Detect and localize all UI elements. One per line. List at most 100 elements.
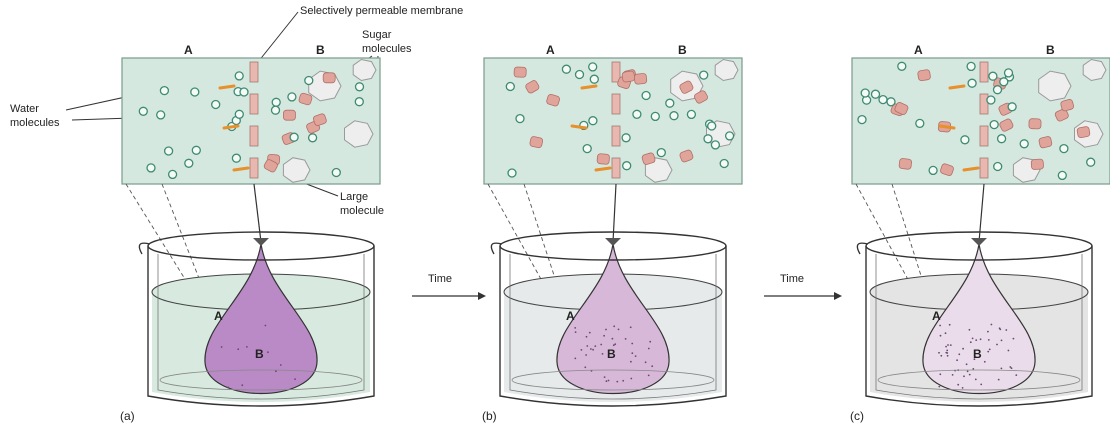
bag-speckle — [945, 352, 947, 354]
bag-speckle — [945, 332, 947, 334]
water-molecule — [858, 116, 866, 124]
water-molecule — [1060, 145, 1068, 153]
water-molecule — [562, 65, 570, 73]
bag-speckle — [237, 348, 239, 350]
bag-speckle — [957, 384, 959, 386]
bag-tie — [253, 238, 269, 246]
water-molecule — [1020, 140, 1028, 148]
bag-speckle — [969, 374, 971, 376]
bag-speckle — [630, 326, 632, 328]
water-molecule — [147, 164, 155, 172]
side-b-label: B — [678, 43, 687, 57]
bag-speckle — [586, 345, 588, 347]
water-molecule — [622, 134, 630, 142]
water-leader-line-2 — [72, 118, 130, 120]
water-molecule — [355, 98, 363, 106]
bag-speckle — [574, 327, 576, 329]
bag-speckle — [938, 386, 940, 388]
water-flow-arrow — [572, 126, 586, 128]
water-molecule — [165, 147, 173, 155]
beaker-a-label: A — [566, 309, 575, 323]
bag-speckle — [618, 329, 620, 331]
side-a-label: A — [914, 43, 923, 57]
bag-speckle — [635, 355, 637, 357]
bag-speckle — [645, 361, 647, 363]
bag-speckle — [984, 361, 986, 363]
membrane-segment — [250, 158, 258, 178]
bag-speckle — [574, 385, 576, 387]
water-molecule — [516, 115, 524, 123]
panel-b: ABBA(b) — [482, 43, 742, 423]
water-molecule — [989, 72, 997, 80]
bag-speckle — [939, 325, 941, 327]
water-molecule — [700, 71, 708, 79]
bag-speckle — [996, 344, 998, 346]
water-molecule — [235, 110, 243, 118]
water-molecule — [232, 154, 240, 162]
membrane-leader-line — [258, 12, 298, 62]
bag-speckle — [1008, 350, 1010, 352]
bag-speckle — [574, 358, 576, 360]
water-flow-arrow — [964, 168, 978, 170]
water-molecule — [290, 133, 298, 141]
water-molecule — [898, 62, 906, 70]
membrane-segment — [980, 62, 988, 82]
water-molecule — [987, 96, 995, 104]
bag-speckle — [975, 379, 977, 381]
sugar-molecule — [1038, 136, 1052, 148]
side-a-label: A — [184, 43, 193, 57]
water-molecule — [708, 122, 716, 130]
bag-speckle — [962, 387, 964, 389]
bag-speckle — [1005, 329, 1007, 331]
membrane-segment — [612, 126, 620, 146]
bag-speckle — [622, 380, 624, 382]
bag-tie — [971, 238, 987, 246]
membrane-segment — [250, 94, 258, 114]
bag-speckle — [606, 380, 608, 382]
bag-speckle — [630, 378, 632, 380]
time-arrow-1-head — [478, 292, 486, 300]
membrane-segment — [250, 126, 258, 146]
water-label-line2: molecules — [10, 117, 60, 129]
bag-speckle — [590, 348, 592, 350]
water-molecule — [185, 159, 193, 167]
sugar-molecule — [529, 136, 543, 148]
sugar-molecule — [1029, 119, 1041, 129]
bag-speckle — [649, 341, 651, 343]
membrane-segment — [980, 126, 988, 146]
bag-speckle — [946, 350, 948, 352]
water-molecule — [356, 83, 364, 91]
water-flow-arrow — [582, 86, 596, 88]
water-molecule — [704, 135, 712, 143]
bag-speckle — [956, 359, 958, 361]
bag-speckle — [603, 335, 605, 337]
bag-speckle — [267, 351, 269, 353]
bag-speckle — [969, 329, 971, 331]
bag-speckle — [950, 344, 952, 346]
bag-speckle — [999, 329, 1001, 331]
water-molecule — [623, 162, 631, 170]
water-molecule — [589, 117, 597, 125]
bag-speckle — [604, 376, 606, 378]
water-molecule — [711, 141, 719, 149]
bag-speckle — [1001, 368, 1003, 370]
water-molecule — [508, 169, 516, 177]
bag-speckle — [265, 325, 267, 327]
sugar-label-line2: molecules — [362, 43, 412, 55]
water-molecule — [1000, 78, 1008, 86]
water-flow-arrow — [220, 86, 234, 88]
water-molecule — [994, 163, 1002, 171]
sugar-molecule — [622, 71, 635, 83]
large-molecule — [1083, 60, 1106, 81]
time-arrow-2-head — [834, 292, 842, 300]
bag-speckle — [221, 346, 223, 348]
panel-caption: (a) — [120, 409, 135, 423]
water-flow-arrow — [950, 86, 964, 88]
water-molecule — [590, 75, 598, 83]
water-molecule — [139, 107, 147, 115]
water-molecule — [720, 160, 728, 168]
bag-speckle — [280, 364, 282, 366]
water-molecule — [726, 132, 734, 140]
bag-speckle — [1011, 367, 1013, 369]
water-molecule — [642, 92, 650, 100]
